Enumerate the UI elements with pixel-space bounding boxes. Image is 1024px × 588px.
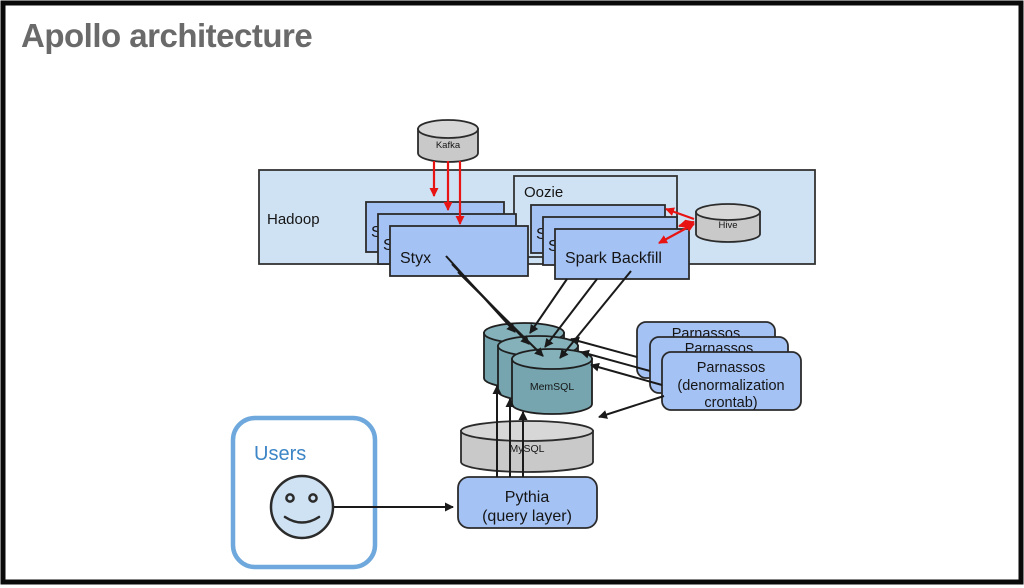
users-label: Users bbox=[254, 443, 306, 465]
pythia-sublabel: (query layer) bbox=[482, 508, 572, 525]
memsql-label: MemSQL bbox=[530, 381, 575, 393]
parnassos-box-front bbox=[661, 351, 802, 411]
pythia-label: Pythia bbox=[505, 489, 550, 506]
memsql-cylinder-front: MemSQL bbox=[511, 348, 593, 415]
page-title: Apollo architecture bbox=[21, 17, 313, 54]
hadoop-label: Hadoop bbox=[267, 211, 320, 228]
users-box: Users bbox=[230, 415, 378, 570]
mysql-label: MySQL bbox=[509, 443, 544, 455]
smiley-face-icon bbox=[269, 474, 335, 540]
styx-stack: Styx Styx Styx bbox=[365, 201, 529, 277]
edge-hive-to-spark-backfill bbox=[658, 207, 695, 244]
edge-parnassos-to-mysql bbox=[598, 395, 665, 419]
parnassos-sublabel-1: (denormalization bbox=[677, 378, 784, 394]
styx-label: Styx bbox=[400, 250, 431, 267]
edge-pythia-to-memsql bbox=[492, 385, 528, 477]
pythia-box: Pythia (query layer) bbox=[457, 476, 598, 529]
memsql-cylinder-stack: MemSQL bbox=[483, 322, 593, 415]
kafka-cylinder: Kafka bbox=[417, 119, 479, 163]
edges bbox=[334, 161, 695, 512]
edge-styx-to-memsql bbox=[445, 255, 544, 357]
mysql-cylinder: MySQL bbox=[460, 420, 594, 473]
parnassos-stack: Parnassos Parnassos Parnassos (denormali… bbox=[636, 321, 802, 411]
parnassos-sublabel-2: crontab) bbox=[704, 395, 757, 411]
spark-backfill-label: Spark Backfill bbox=[565, 250, 662, 267]
edge-parnassos-to-memsql bbox=[570, 336, 663, 386]
kafka-label: Kafka bbox=[436, 140, 461, 151]
hive-label: Hive bbox=[718, 220, 737, 231]
styx-box-front bbox=[389, 225, 529, 277]
oozie-label: Oozie bbox=[524, 184, 563, 201]
spark-backfill-stack: Spark Backfill Spark Backfill Spark Back… bbox=[530, 204, 690, 280]
hive-cylinder: Hive bbox=[695, 203, 761, 243]
edge-kafka-to-styx bbox=[429, 161, 465, 225]
parnassos-label: Parnassos bbox=[697, 360, 766, 376]
